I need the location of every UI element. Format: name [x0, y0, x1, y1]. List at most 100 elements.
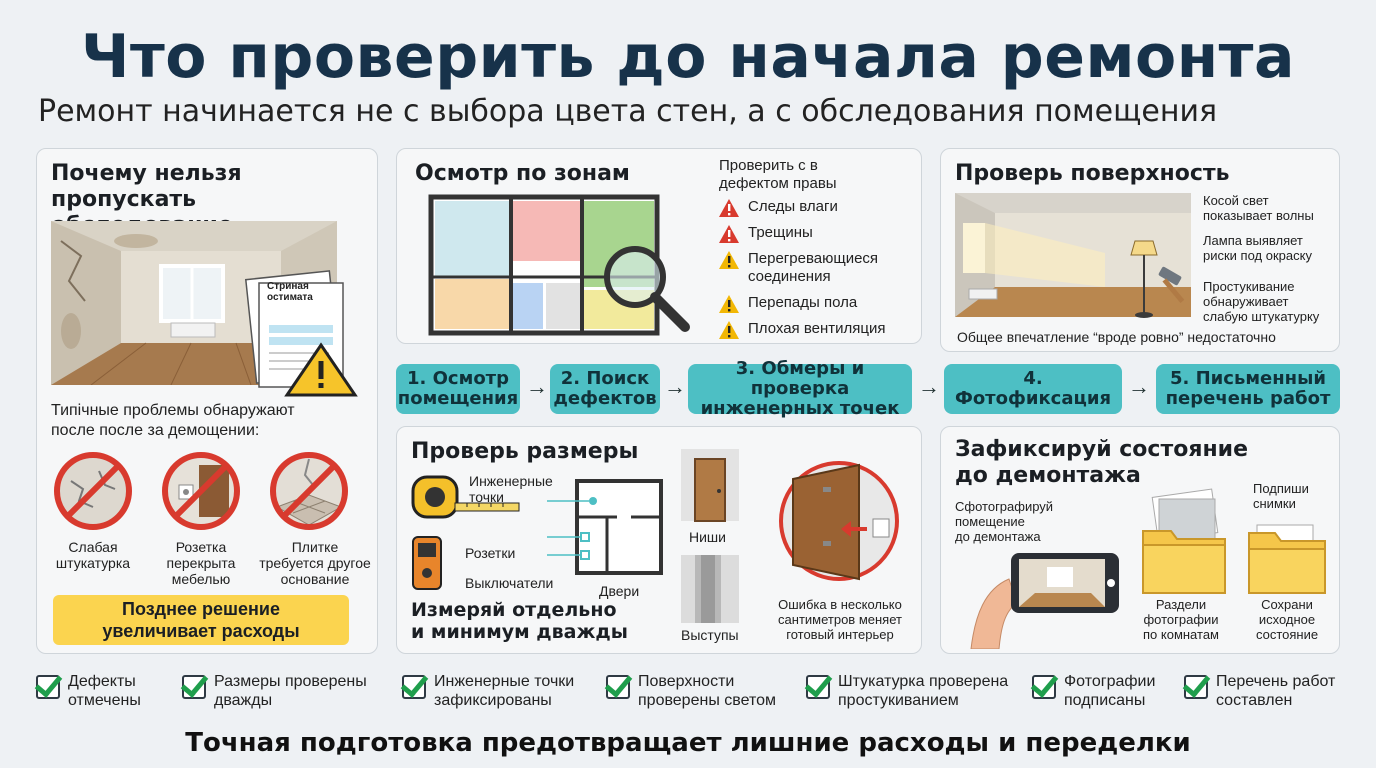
zone-item-3-line1: Перегревающиеся: [748, 250, 879, 267]
measure-line1: Измеряй отдельно: [411, 599, 617, 621]
zone-item-ventilation: Плохая вентиляция: [718, 320, 885, 340]
danger-warning-icon: [719, 225, 739, 243]
step-4-photos: 4. Фотофиксация: [944, 364, 1122, 414]
photo-folder-icon: [1142, 488, 1226, 594]
shoot-line1: Сфотографируй: [955, 499, 1054, 514]
zone-item-3-line2: соединения: [748, 268, 831, 285]
problem-2-line3: мебелью: [171, 571, 231, 587]
check-5-line1: Штукатурка проверена: [838, 673, 1009, 690]
panel-zones: Осмотр по зонам Проверить с в дефектом п…: [396, 148, 922, 344]
panel-photo: Зафиксируй состояние до демонтажа Сфотог…: [940, 426, 1340, 654]
zones-check-line1: Проверить с в: [719, 157, 818, 174]
floor-plan-illustration: [428, 194, 690, 336]
doc-label-line1: Стриная: [267, 281, 309, 292]
blocked-socket-icon: [162, 452, 240, 530]
step-2-line2: дефектов: [553, 388, 657, 409]
check-3-line1: Инженерные точки: [434, 673, 575, 690]
surface-title: Проверь поверхность: [955, 161, 1230, 186]
check-3-line2: зафиксированы: [434, 692, 552, 709]
footer-conclusion: Точная подготовка предотвращает лишние р…: [185, 728, 1191, 758]
check-7-line1: Перечень работ: [1216, 673, 1336, 690]
photo-title-line2: до демонтажа: [955, 463, 1141, 488]
danger-warning-icon: [719, 199, 739, 217]
check-2-line1: Размеры проверены: [214, 673, 367, 690]
problem-3-line3: основание: [280, 571, 350, 587]
door-error-illustration: [779, 461, 899, 581]
hand-phone-illustration: [970, 553, 1119, 649]
door-niche-icon: [681, 449, 739, 522]
late-line1: Позднее решение: [122, 599, 280, 619]
check-6-line2: подписаны: [1064, 692, 1146, 709]
zone-item-moisture: Следы влаги: [718, 198, 838, 218]
page-subtitle: Ремонт начинается не с выбора цвета стен…: [38, 94, 1217, 129]
doors-label: Двери: [599, 583, 640, 599]
problem-3-line1: Плитке: [291, 539, 339, 555]
niches-label: Ниши: [689, 529, 726, 545]
problems-line2: после после за демощении:: [51, 422, 260, 439]
arrow-right-icon: →: [918, 374, 940, 399]
room-plan-illustration: [547, 479, 663, 575]
step-3-line2: инженерных точек: [700, 398, 900, 419]
laser-meter-icon: [412, 536, 442, 590]
surface-note1-line2: показывает волны: [1203, 208, 1314, 223]
panel-why: Почему нельзя пропускать обследование Ст…: [36, 148, 378, 654]
check-5-line2: простукиванием: [838, 692, 959, 709]
checkbox-checked-icon: [182, 675, 206, 699]
estimate-document-icon: [244, 270, 358, 397]
step-3-line1: 3. Обмеры и проверка: [735, 358, 865, 399]
checkbox-checked-icon: [1032, 675, 1056, 699]
checkbox-checked-icon: [606, 675, 630, 699]
late-line2: увеличивает расходы: [102, 621, 300, 641]
step-1-line2: помещения: [397, 388, 519, 409]
surface-note1-line1: Косой свет: [1203, 193, 1269, 208]
photo-title-line1: Зафиксируй состояние: [955, 437, 1248, 462]
checkbox-checked-icon: [402, 675, 426, 699]
keep-line2: исходное: [1258, 612, 1316, 627]
arrow-right-icon: →: [664, 374, 686, 399]
check-1-line2: отмечены: [68, 692, 141, 709]
split-line3: по комнатам: [1143, 627, 1219, 642]
wall-ledge-icon: [681, 555, 739, 623]
step-5-line1: 5. Письменный: [1169, 368, 1327, 389]
zone-item-1-text: Следы влаги: [748, 198, 838, 215]
check-6-line1: Фотографии: [1064, 673, 1156, 690]
shoot-line2: помещение: [955, 514, 1025, 529]
surface-note2-line1: Лампа выявляет: [1203, 233, 1303, 248]
measure-line2: и минимум дважды: [411, 621, 628, 643]
step-4-line1: 4. Фотофиксация: [954, 368, 1112, 409]
checklist-item-sizes: Размеры проверены дважды: [182, 672, 367, 710]
surface-impression-note: Общее впечатление “вроде ровно” недостат…: [957, 329, 1276, 345]
surface-note3-line2: обнаруживает: [1203, 294, 1289, 309]
eng-points-line2: точки: [469, 489, 504, 505]
checklist-item-engineering: Инженерные точки зафиксированы: [402, 672, 574, 710]
check-2-line2: дважды: [214, 692, 273, 709]
step-5-line2: перечень работ: [1165, 388, 1331, 409]
split-line2: фотографии: [1143, 612, 1219, 627]
keep-line3: состояние: [1255, 627, 1319, 642]
split-line1: Раздели: [1155, 597, 1207, 612]
step-1-line1: 1. Осмотр: [407, 368, 509, 389]
hammer-icon: [1158, 266, 1185, 304]
checklist-item-defects: Дефекты отмечены: [36, 672, 141, 710]
surface-note3-line3: слабую штукатурку: [1203, 309, 1320, 324]
error-line2: сантиметров меняет: [778, 612, 902, 627]
caution-warning-icon: [719, 321, 739, 339]
problem-2-line2: перекрыта: [166, 555, 236, 571]
zones-title: Осмотр по зонам: [415, 161, 630, 186]
eng-points-line1: Инженерные: [469, 473, 553, 489]
folder-icon: [1248, 524, 1326, 594]
check-7-line2: составлен: [1216, 692, 1293, 709]
problem-1-line1: Слабая: [68, 539, 118, 555]
caution-warning-icon: [719, 251, 739, 269]
error-line1: Ошибка в несколько: [778, 597, 902, 612]
checklist-item-photos: Фотографии подписаны: [1032, 672, 1155, 710]
check-1-line1: Дефекты: [68, 673, 136, 690]
floor-lamp-icon: [1130, 240, 1158, 318]
doc-label-line2: остимата: [267, 292, 313, 303]
panel-sizes: Проверь размеры Инженерные точки Розетки…: [396, 426, 922, 654]
